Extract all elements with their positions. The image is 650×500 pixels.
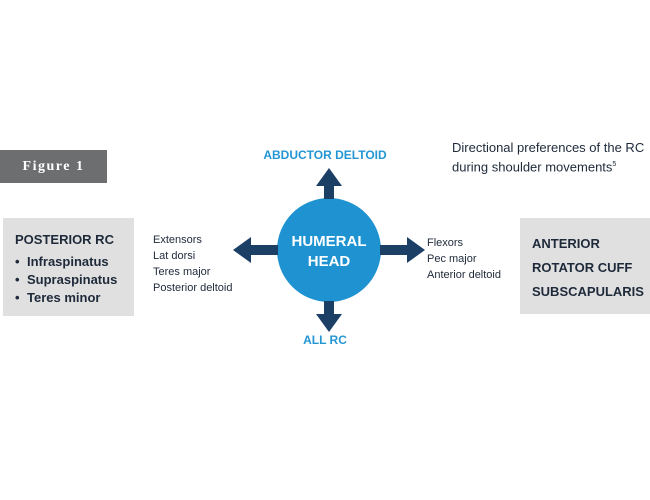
abductor-deltoid-label: ABDUCTOR DELTOID <box>263 148 387 162</box>
left-muscle-item: Posterior deltoid <box>153 282 233 294</box>
arrow-left-icon <box>233 237 278 263</box>
posterior-rc-item-label: Supraspinatus <box>27 272 118 287</box>
bullet-icon: • <box>15 272 20 287</box>
anterior-rc-lines: ANTERIOR ROTATOR CUFF SUBSCAPULARIS <box>532 232 644 304</box>
right-muscle-list: Flexors Pec major Anterior deltoid <box>427 235 501 283</box>
posterior-rc-item: • Infraspinatus <box>15 253 117 271</box>
posterior-rc-box: POSTERIOR RC • Infraspinatus • Supraspinat… <box>3 218 134 316</box>
posterior-rc-item: • Supraspinatus <box>15 271 117 289</box>
left-muscle-item: Extensors <box>153 234 202 246</box>
humeral-head-circle <box>277 198 381 302</box>
right-muscle-item: Pec major <box>427 253 477 265</box>
posterior-rc-list: • Infraspinatus • Supraspinatus • Teres min… <box>15 253 117 307</box>
posterior-rc-title: POSTERIOR RC <box>15 232 114 247</box>
bullet-icon: • <box>15 290 20 305</box>
posterior-rc-item-label: Teres minor <box>27 290 101 305</box>
left-muscle-item: Lat dorsi <box>153 250 196 262</box>
arrow-right-icon <box>380 237 425 263</box>
all-rc-label: ALL RC <box>303 333 347 347</box>
anterior-rc-line: SUBSCAPULARIS <box>532 284 644 299</box>
left-muscle-item: Teres major <box>153 266 211 278</box>
caption-text: Directional preferences of the RC during… <box>452 140 645 175</box>
humeral-head-label: HUMERAL HEAD <box>277 232 381 272</box>
anterior-rc-line: ROTATOR CUFF <box>532 260 633 275</box>
bullet-icon: • <box>15 254 20 269</box>
anterior-rc-box: ANTERIOR ROTATOR CUFF SUBSCAPULARIS <box>520 218 650 314</box>
caption-footnote: 5 <box>612 161 617 168</box>
figure-label: Figure 1 <box>0 150 107 183</box>
right-muscle-item: Flexors <box>427 237 464 249</box>
right-muscle-item: Anterior deltoid <box>427 269 501 281</box>
caption: Directional preferences of the RC during… <box>452 139 647 175</box>
anterior-rc-line: ANTERIOR <box>532 236 600 251</box>
humeral-head-line2: HEAD <box>307 253 351 270</box>
humeral-head-line1: HUMERAL <box>291 233 367 250</box>
left-muscle-list: Extensors Lat dorsi Teres major Posterio… <box>153 232 233 296</box>
posterior-rc-item-label: Infraspinatus <box>27 254 109 269</box>
arrow-up-icon <box>316 168 342 199</box>
arrow-down-icon <box>316 301 342 332</box>
posterior-rc-item: • Teres minor <box>15 289 117 307</box>
